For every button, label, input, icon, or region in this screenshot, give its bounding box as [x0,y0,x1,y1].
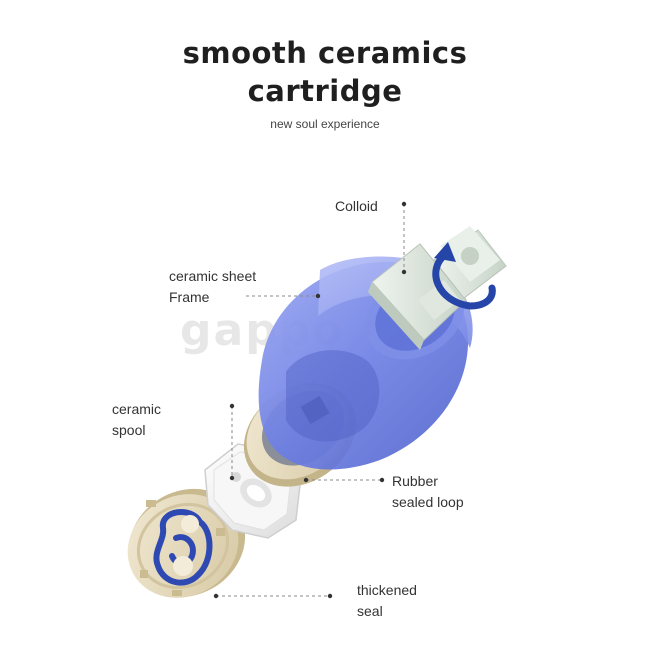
leader-dots [213,201,407,599]
callout-ceramic-spool: ceramic spool [112,399,161,441]
callout-ceramic-sheet-frame: ceramic sheet Frame [169,266,256,308]
rotation-arrow-icon [432,242,496,310]
callout-colloid: Colloid [335,196,378,217]
callout-frame-line-2: Frame [169,289,210,305]
callout-rubber-sealed-loop: Rubber sealed loop [392,471,464,513]
callout-spool-line-1: ceramic [112,401,162,417]
subtitle: new soul experience [270,117,380,131]
callout-thickened-seal: thickened seal [357,580,417,622]
callout-colloid-line-1: Colloid [335,198,378,214]
stem-colloid [368,226,507,350]
title-line-2: cartridge [247,74,403,108]
callout-spool-line-2: spool [112,422,146,438]
callout-frame-line-1: ceramic sheet [169,268,257,284]
callout-rubber-line-1: Rubber [392,473,438,489]
thickened-seal [127,488,246,598]
leader-lines [216,204,405,597]
title-line-1: smooth ceramics [182,36,468,70]
callout-seal-line-2: seal [357,603,383,619]
callout-rubber-line-2: sealed loop [392,494,464,510]
callout-seal-line-1: thickened [357,582,417,598]
